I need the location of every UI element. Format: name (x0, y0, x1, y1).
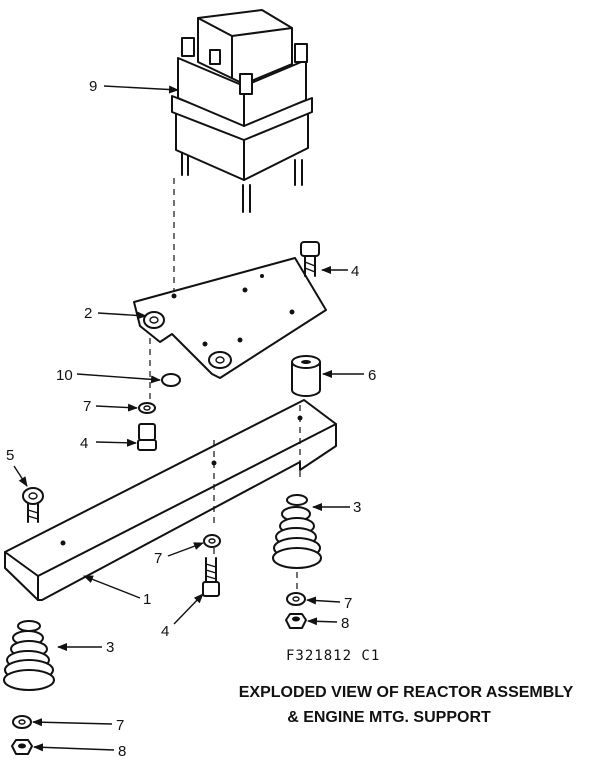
washer-part (161, 373, 181, 387)
nut-right-part (285, 613, 307, 629)
spring-right-part (272, 494, 322, 569)
callout-bracket: 1 (143, 591, 151, 608)
callout-bolt-left: 4 (80, 435, 88, 452)
mounting-plate-part (133, 257, 327, 379)
caption-line-2: & ENGINE MTG. SUPPORT (287, 709, 491, 726)
callout-lockwasher-bottom: 7 (116, 717, 124, 734)
callout-lockwasher-left: 7 (83, 398, 91, 415)
callout-nut-bottom: 8 (118, 743, 126, 760)
callout-spacer: 6 (368, 367, 376, 384)
callout-reactor: 9 (89, 78, 97, 95)
spacer-part (291, 355, 321, 397)
figure-code: F321812 C1 (286, 648, 380, 664)
bolt-top-part (300, 241, 320, 277)
callout-bolt-bottom: 4 (161, 623, 169, 640)
bolt-bottom-part (202, 557, 220, 597)
callout-lockwasher-mid: 7 (154, 550, 162, 567)
lockwasher-mid-part (203, 534, 221, 548)
callout-lockwasher-right: 7 (344, 595, 352, 612)
leader-arrows (13, 85, 364, 752)
bolt-left-part (137, 423, 157, 451)
callout-spring-left: 3 (106, 639, 114, 656)
spring-left-part (3, 620, 55, 691)
lockwasher-left-part (138, 402, 156, 414)
callout-plate: 2 (84, 305, 92, 322)
callout-washer-small: 10 (56, 367, 73, 384)
lockwasher-right-part (286, 592, 306, 606)
nut-bottom-part (11, 739, 33, 755)
callout-bolt-top: 4 (351, 263, 359, 280)
reactor-part (171, 9, 313, 213)
callout-nut-right: 8 (341, 615, 349, 632)
screw-part (22, 487, 44, 523)
caption-line-1: EXPLODED VIEW OF REACTOR ASSEMBLY (239, 684, 574, 701)
lockwasher-bottom-part (12, 715, 32, 729)
callout-screw: 5 (6, 447, 14, 464)
callout-spring-right: 3 (353, 499, 361, 516)
